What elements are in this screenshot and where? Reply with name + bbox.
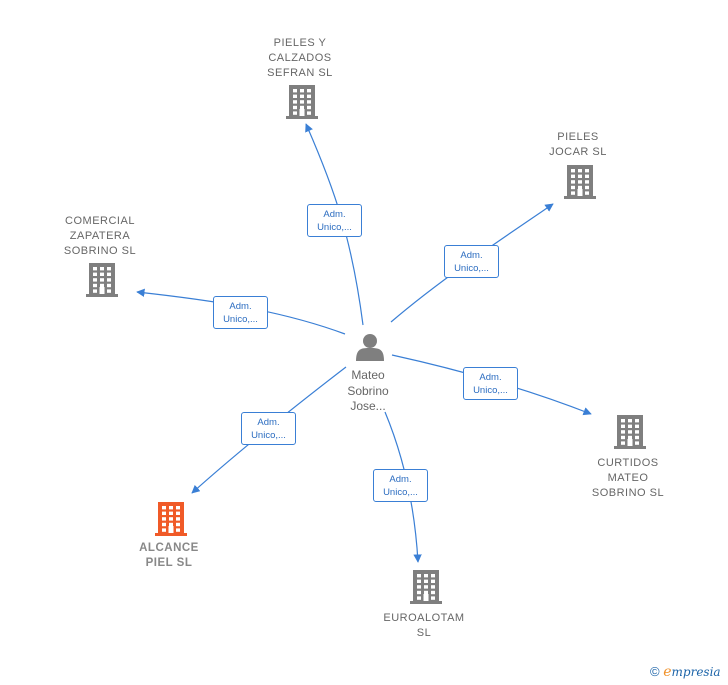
person-label[interactable]: Mateo Sobrino Jose... [347,368,389,413]
person-icon[interactable] [356,334,384,361]
company-label-pieles-calzados[interactable]: PIELES Y CALZADOS SEFRAN SL [267,37,333,79]
edge-label-comercial-zapatera[interactable]: Adm. Unico,... [213,296,268,329]
company-label-euroalotam[interactable]: EUROALOTAM SL [383,612,465,639]
brand-logo: empresia [663,664,721,680]
edge-label-pieles-jocar[interactable]: Adm. Unico,... [444,245,499,278]
edge-label-euroalotam[interactable]: Adm. Unico,... [373,469,428,502]
edge-label-pieles-calzados[interactable]: Adm. Unico,... [307,204,362,237]
company-label-pieles-jocar[interactable]: PIELES JOCAR SL [549,131,607,158]
building-icon-euroalotam[interactable] [410,570,442,604]
building-icon-pieles-calzados[interactable] [286,85,318,119]
edge-label-alcance-piel[interactable]: Adm. Unico,... [241,412,296,445]
building-icon-curtidos-mateo[interactable] [614,415,646,449]
footer-brand[interactable]: © empresia [650,664,721,680]
building-icon-pieles-jocar[interactable] [564,165,596,199]
company-label-comercial-zapatera[interactable]: COMERCIAL ZAPATERA SOBRINO SL [63,215,137,257]
building-icon-alcance-piel[interactable] [155,502,187,536]
edge-label-curtidos-mateo[interactable]: Adm. Unico,... [463,367,518,400]
company-label-alcance-piel[interactable]: ALCANCE PIEL SL [139,542,199,569]
copyright-symbol: © [650,664,660,679]
company-label-curtidos-mateo[interactable]: CURTIDOS MATEO SOBRINO SL [591,457,665,499]
building-icon-comercial-zapatera[interactable] [86,263,118,297]
